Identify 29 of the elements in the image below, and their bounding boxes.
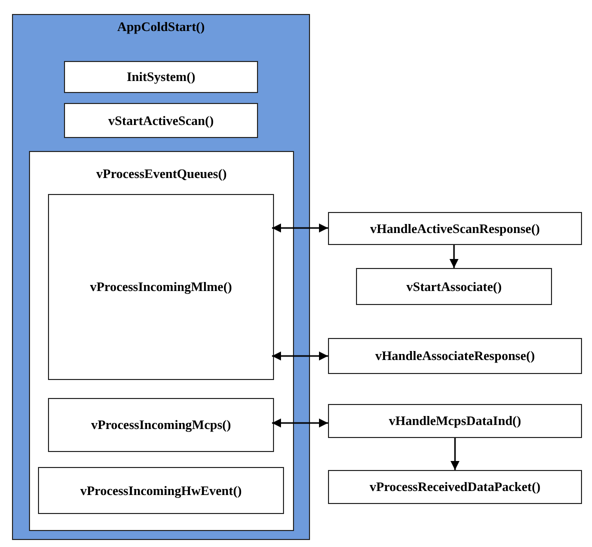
function-name: vHandleAssociateResponse() (375, 348, 535, 364)
process-box (328, 404, 582, 438)
container-box (12, 14, 310, 540)
function-name: vHandleActiveScanResponse() (370, 220, 540, 236)
function-name: vStartActiveScan() (108, 112, 214, 128)
arrow (272, 418, 328, 428)
function-name: InitSystem() (126, 69, 196, 85)
function-name: vProcessIncomingMcps() (91, 417, 231, 433)
process-box (38, 467, 284, 514)
function-name: vProcessIncomingMlme() (90, 279, 232, 295)
function-name: vProcessReceivedDataPacket() (370, 479, 540, 495)
process-box (48, 398, 274, 452)
function-name: vHandleMcpsDataInd() (388, 413, 522, 429)
container-box (29, 151, 294, 531)
container-title: AppColdStart() (117, 19, 205, 34)
arrow (450, 438, 460, 470)
arrow (272, 224, 328, 232)
process-box (328, 212, 582, 245)
arrow (450, 245, 458, 268)
process-box (64, 103, 258, 138)
process-box (64, 61, 258, 93)
process-box (328, 338, 582, 374)
arrow (272, 352, 328, 360)
function-name: vProcessIncomingHwEvent() (80, 482, 242, 498)
function-name: vStartAssociate() (406, 278, 502, 294)
process-box (48, 194, 274, 380)
process-box (328, 470, 582, 504)
process-box (356, 268, 552, 305)
container-title: vProcessEventQueues() (96, 166, 227, 181)
